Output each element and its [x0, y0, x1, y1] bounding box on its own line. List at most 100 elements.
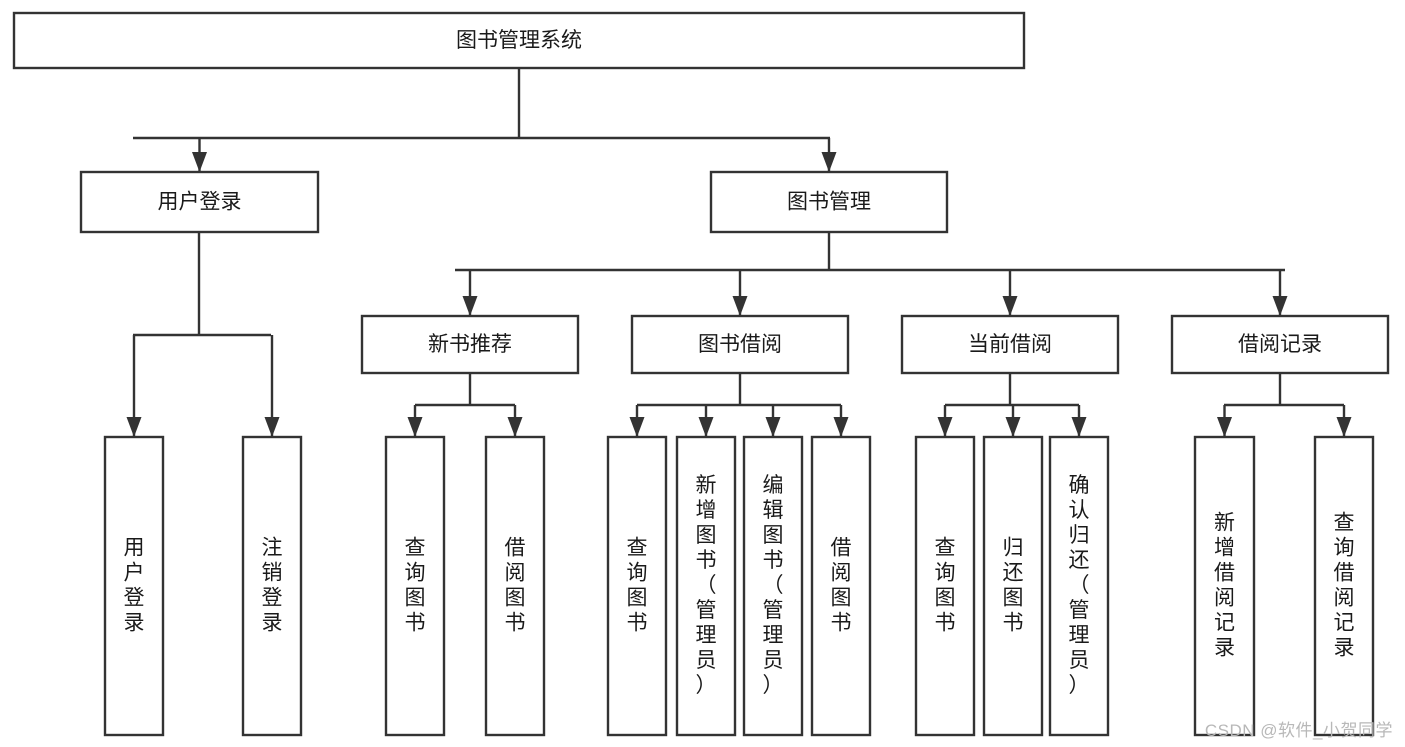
- node-label-leaf_3: 借阅图书: [505, 537, 526, 635]
- node-box-leaf_12[interactable]: [1313, 435, 1375, 737]
- node-box-l3_0[interactable]: [360, 314, 580, 375]
- node-leaf_11[interactable]: 新增借阅记录: [1193, 435, 1256, 737]
- connector-layer: [126, 68, 1352, 437]
- node-layer: 图书管理系统用户登录图书管理新书推荐图书借阅当前借阅借阅记录用户登录注销登录查询…: [12, 11, 1390, 737]
- node-box-l3_1[interactable]: [630, 314, 850, 375]
- node-label-l2_0: 用户登录: [158, 191, 242, 214]
- arrow-head-icon: [507, 417, 523, 437]
- node-leaf_0[interactable]: 用户登录: [103, 435, 165, 737]
- node-leaf_7[interactable]: 借阅图书: [810, 435, 872, 737]
- node-l3_3[interactable]: 借阅记录: [1170, 314, 1390, 375]
- connector-borrow-record-fanout: [1224, 373, 1344, 407]
- node-box-leaf_0[interactable]: [103, 435, 165, 737]
- node-label-leaf_2: 查询图书: [405, 537, 426, 635]
- arrow-head-icon: [629, 417, 645, 437]
- node-leaf_1[interactable]: 注销登录: [241, 435, 303, 737]
- node-box-leaf_6[interactable]: [742, 435, 804, 737]
- edge-l2_1-to-l3_3: [1272, 270, 1288, 316]
- arrow-head-icon: [1005, 417, 1021, 437]
- node-l3_2[interactable]: 当前借阅: [900, 314, 1120, 375]
- arrow-head-icon: [1272, 296, 1288, 316]
- arrow-head-icon: [1217, 417, 1232, 437]
- node-box-leaf_10[interactable]: [1048, 435, 1110, 737]
- edge-l3_0-to-leaf_2: [407, 405, 423, 437]
- edge-l2_1-to-l3_0: [462, 270, 478, 316]
- node-l2_0[interactable]: 用户登录: [79, 170, 320, 234]
- node-label-leaf_0: 用户登录: [124, 537, 145, 635]
- arrow-head-icon: [1071, 417, 1087, 437]
- node-leaf_8[interactable]: 查询图书: [914, 435, 976, 737]
- node-label-l3_1: 图书借阅: [698, 333, 782, 356]
- node-box-root[interactable]: [12, 11, 1026, 70]
- node-box-leaf_7[interactable]: [810, 435, 872, 737]
- connector-new-book-fanout: [415, 373, 515, 407]
- arrow-head-icon: [1002, 296, 1018, 316]
- edge-l3_2-to-leaf_9: [1005, 405, 1021, 437]
- arrow-head-icon: [407, 417, 423, 437]
- edge-l3_2-to-leaf_10: [1071, 405, 1087, 437]
- node-box-l2_1[interactable]: [709, 170, 949, 234]
- node-l2_1[interactable]: 图书管理: [709, 170, 949, 234]
- node-leaf_4[interactable]: 查询图书: [606, 435, 668, 737]
- edge-l3_1-to-leaf_7: [833, 405, 849, 437]
- arrow-head-icon: [732, 296, 748, 316]
- node-label-l3_0: 新书推荐: [428, 333, 512, 356]
- node-box-leaf_5[interactable]: [675, 435, 737, 737]
- node-label-l3_2: 当前借阅: [968, 333, 1052, 356]
- node-leaf_6[interactable]: 编辑图书（管理员）: [742, 435, 804, 737]
- node-label-leaf_7: 借阅图书: [831, 537, 852, 635]
- node-label-l2_1: 图书管理: [787, 191, 871, 214]
- arrow-head-icon: [192, 152, 207, 172]
- connector-book-manage-fanout: [455, 232, 1285, 272]
- csdn-watermark: CSDN @软件_小贺同学: [1204, 721, 1393, 740]
- node-label-leaf_10: 确认归还（管理员）: [1069, 474, 1090, 697]
- node-label-leaf_9: 归还图书: [1003, 537, 1024, 635]
- node-box-leaf_2[interactable]: [384, 435, 446, 737]
- edge-l3_0-to-leaf_3: [507, 405, 523, 437]
- arrow-head-icon: [765, 417, 781, 437]
- arrow-head-icon: [126, 417, 142, 437]
- node-label-leaf_6: 编辑图书（管理员）: [763, 474, 784, 697]
- node-box-leaf_3[interactable]: [484, 435, 546, 737]
- node-box-l2_0[interactable]: [79, 170, 320, 234]
- node-box-leaf_4[interactable]: [606, 435, 668, 737]
- edge-l2_1-to-l3_2: [1002, 270, 1018, 316]
- edge-l3_1-to-leaf_5: [698, 405, 714, 437]
- node-leaf_5[interactable]: 新增图书（管理员）: [675, 435, 737, 737]
- node-leaf_10[interactable]: 确认归还（管理员）: [1048, 435, 1110, 737]
- node-label-leaf_5: 新增图书（管理员）: [696, 474, 717, 697]
- arrow-head-icon: [462, 296, 478, 316]
- node-box-leaf_9[interactable]: [982, 435, 1044, 737]
- node-root[interactable]: 图书管理系统: [12, 11, 1026, 70]
- node-box-leaf_1[interactable]: [241, 435, 303, 737]
- connector-root-fanout: [133, 68, 830, 140]
- edge-root-to-l2_0: [192, 138, 207, 172]
- node-label-leaf_11: 新增借阅记录: [1214, 512, 1235, 660]
- node-l3_1[interactable]: 图书借阅: [630, 314, 850, 375]
- edge-root-to-l2_1: [821, 138, 837, 172]
- node-label-leaf_8: 查询图书: [935, 537, 956, 635]
- edge-l2_0-to-leaf_0: [126, 335, 142, 437]
- edge-l2_0-to-leaf_1: [264, 335, 280, 437]
- node-leaf_2[interactable]: 查询图书: [384, 435, 446, 737]
- node-box-l3_2[interactable]: [900, 314, 1120, 375]
- node-leaf_3[interactable]: 借阅图书: [484, 435, 546, 737]
- node-leaf_12[interactable]: 查询借阅记录: [1313, 435, 1375, 737]
- connector-current-borrow-fanout: [945, 373, 1079, 407]
- node-box-leaf_8[interactable]: [914, 435, 976, 737]
- arrow-head-icon: [937, 417, 953, 437]
- arrow-head-icon: [1336, 417, 1352, 437]
- node-leaf_9[interactable]: 归还图书: [982, 435, 1044, 737]
- edge-l3_2-to-leaf_8: [937, 405, 953, 437]
- arrow-head-icon: [833, 417, 849, 437]
- node-box-leaf_11[interactable]: [1193, 435, 1256, 737]
- arrow-head-icon: [264, 417, 280, 437]
- node-l3_0[interactable]: 新书推荐: [360, 314, 580, 375]
- connector-user-login-fanout: [133, 232, 271, 337]
- edge-l2_1-to-l3_1: [732, 270, 748, 316]
- node-label-leaf_12: 查询借阅记录: [1334, 512, 1355, 660]
- node-label-leaf_4: 查询图书: [627, 537, 648, 635]
- node-box-l3_3[interactable]: [1170, 314, 1390, 375]
